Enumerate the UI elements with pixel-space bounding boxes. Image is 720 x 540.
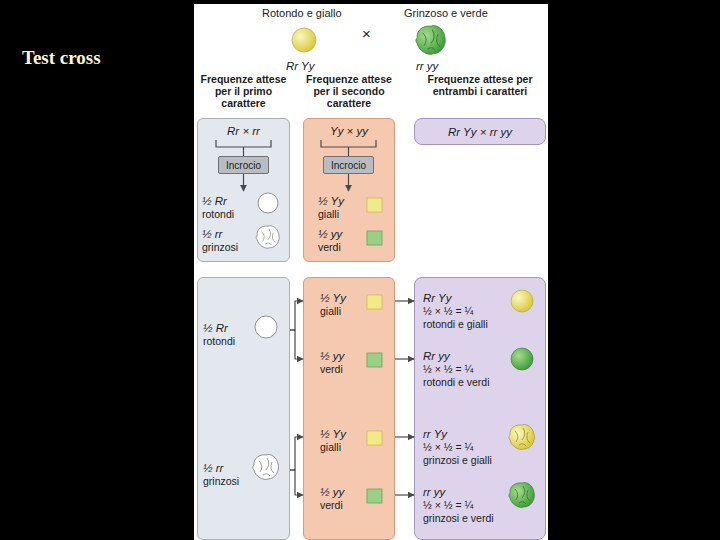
node-text: gialli <box>318 208 339 221</box>
column-heading: Frequenze attese per entrambi i caratter… <box>422 73 538 97</box>
node-text: ½ × ½ = ¼ <box>423 305 473 318</box>
column-heading: Frequenze attese per il secondo caratter… <box>297 73 401 109</box>
node-text: ½ rr <box>203 462 223 475</box>
cross-box: Incrocio <box>323 156 374 174</box>
cross-symbol: × <box>362 26 371 42</box>
node-text: rotondi <box>202 208 234 221</box>
trait-box: Yy × yy ½ Yygialli ½ yyverdi Incrocio <box>303 118 395 262</box>
node-text: Rr Yy × rr yy <box>415 125 545 139</box>
arrow-connector <box>290 330 303 359</box>
node-text: verdi <box>320 363 343 376</box>
node-text: grinzosi e gialli <box>423 454 492 467</box>
trait-box: Rr × rr ½ Rrrotondi ½ rrgrinzosi Incrocio <box>197 118 290 262</box>
node-text: Incrocio <box>324 158 373 173</box>
node-text: ½ rr <box>202 228 222 241</box>
trait-box: ½ Rrrotondi ½ rrgrinzosi <box>197 277 290 540</box>
yellow-round-pea <box>292 28 316 52</box>
node-text: ½ yy <box>318 228 342 241</box>
node-text: ½ × ½ = ¼ <box>423 499 473 512</box>
arrow-connector <box>290 470 303 495</box>
node-text: grinzosi <box>202 241 238 254</box>
arrow-connector <box>290 301 303 330</box>
column-heading: Frequenze attese per il primo carattere <box>197 73 290 109</box>
green-wrinkled-pea <box>416 26 445 55</box>
phenotype-label: Grinzoso e verde <box>404 7 488 20</box>
phenotype-label: Rotondo e giallo <box>262 7 342 20</box>
genotype-label: Rr Yy <box>286 60 315 73</box>
arrow-connector <box>395 436 414 437</box>
node-text: Rr Yy <box>423 292 452 305</box>
node-text: Yy × yy <box>304 125 394 138</box>
genotype-label: rr yy <box>416 60 438 73</box>
arrow-connector <box>395 358 414 359</box>
node-text: rotondi <box>203 335 235 348</box>
node-text: gialli <box>320 441 341 454</box>
trait-box: ½ Yygialli½ yyverdi½ Yygialli½ yyverdi <box>303 277 395 540</box>
figure-panel <box>194 4 548 540</box>
parent-peas <box>292 26 445 55</box>
node-text: rotondi e gialli <box>423 318 488 331</box>
node-text: Incrocio <box>219 158 268 173</box>
node-text: Rr × rr <box>198 125 289 138</box>
node-text: rr Yy <box>423 428 447 441</box>
node-text: ½ yy <box>320 486 344 499</box>
cross-box: Incrocio <box>218 156 269 174</box>
arrow-connector <box>395 494 414 495</box>
node-text: ½ Yy <box>320 292 346 305</box>
node-text: ½ Yy <box>318 195 344 208</box>
node-text: rotondi e verdi <box>423 376 490 389</box>
node-text: ½ Rr <box>202 195 227 208</box>
node-text: verdi <box>320 499 343 512</box>
node-text: ½ × ½ = ¼ <box>423 441 473 454</box>
node-text: gialli <box>320 305 341 318</box>
node-text: Rr yy <box>423 350 450 363</box>
node-text: grinzosi e verdi <box>423 512 494 525</box>
node-text: ½ yy <box>320 350 344 363</box>
node-text: ½ × ½ = ¼ <box>423 363 473 376</box>
node-text: verdi <box>318 241 341 254</box>
slide-title: Test cross <box>22 47 101 69</box>
node-text: grinzosi <box>203 475 239 488</box>
node-text: rr yy <box>423 486 445 499</box>
node-text: ½ Yy <box>320 428 346 441</box>
combined-header-box: Rr Yy × rr yy <box>414 118 546 145</box>
arrow-connector <box>395 300 414 301</box>
node-text: ½ Rr <box>203 322 228 335</box>
result-box: Rr Yy½ × ½ = ¼rotondi e gialliRr yy½ × ½… <box>414 277 546 540</box>
arrow-connector <box>290 437 303 470</box>
